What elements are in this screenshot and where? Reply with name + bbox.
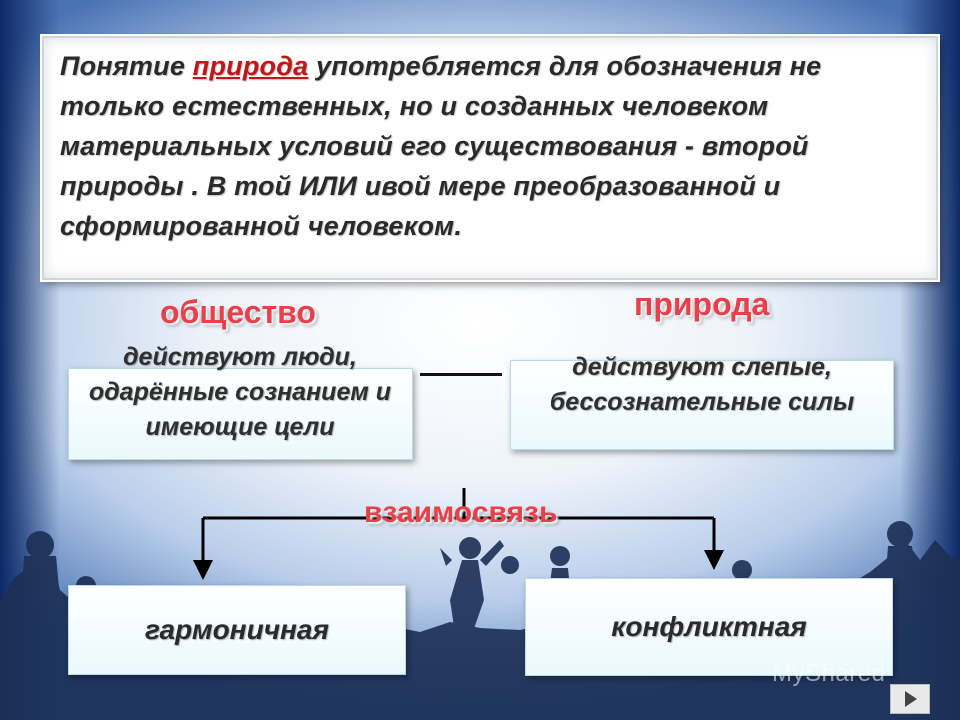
definition-callout: Понятие природа употребляется для обозна… — [42, 36, 938, 280]
definition-part2: употребляется для обозначения не только … — [60, 51, 822, 241]
watermark-text: MyShared — [772, 660, 886, 687]
society-box — [68, 368, 413, 460]
connector-dash — [420, 373, 502, 376]
nature-label: природа — [634, 286, 770, 322]
definition-text: Понятие природа употребляется для обозна… — [60, 46, 920, 246]
next-slide-button[interactable] — [890, 684, 930, 714]
nature-box — [510, 360, 894, 450]
conflict-box: конфликтная — [525, 578, 893, 676]
relation-label: взаимосвязь — [364, 496, 558, 529]
nature-description: действуют слепые, бессознательные силы — [549, 353, 855, 416]
definition-part1: Понятие — [60, 51, 193, 81]
triangle-right-icon — [905, 691, 917, 707]
society-label: общество — [160, 294, 316, 330]
harmonious-label: гармоничная — [144, 614, 329, 645]
society-description: действуют люди, одарённые сознанием и им… — [88, 343, 392, 441]
definition-highlight-term: природа — [192, 51, 309, 81]
harmonious-box: гармоничная — [68, 585, 406, 675]
conflict-label: конфликтная — [611, 611, 807, 642]
